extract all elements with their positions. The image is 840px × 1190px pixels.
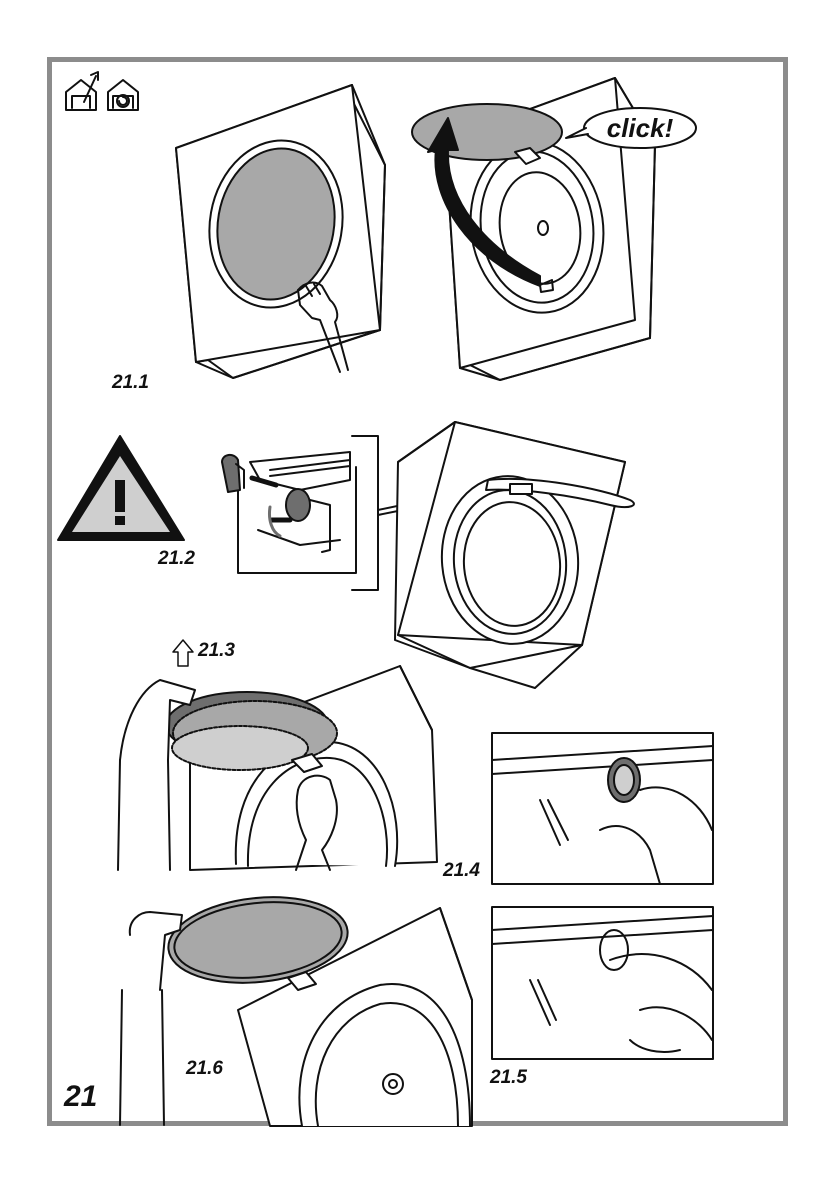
hood-filter-removal bbox=[166, 666, 437, 870]
detail-21-4 bbox=[492, 733, 713, 884]
step-label-21-6: 21.6 bbox=[186, 1058, 223, 1080]
detail-21-5 bbox=[492, 907, 713, 1059]
svg-text:click!: click! bbox=[607, 113, 674, 143]
warning-icon bbox=[58, 436, 184, 540]
hood-latch-view bbox=[395, 422, 634, 688]
step-label-21-4: 21.4 bbox=[443, 860, 480, 882]
recirculation-mode-icon bbox=[108, 80, 138, 110]
latch-detail-inset bbox=[238, 436, 378, 590]
hood-front-view bbox=[176, 85, 385, 378]
up-arrow-icon bbox=[173, 640, 193, 666]
step-label-21-3: 21.3 bbox=[198, 640, 235, 662]
hood-filter-install bbox=[164, 889, 472, 1126]
page-number: 21 bbox=[64, 1080, 97, 1114]
latch-knob bbox=[222, 455, 244, 492]
step-label-21-1: 21.1 bbox=[112, 372, 149, 394]
step-label-21-5: 21.5 bbox=[490, 1067, 527, 1089]
ducted-mode-icon bbox=[66, 72, 98, 110]
step-label-21-2: 21.2 bbox=[158, 548, 195, 570]
